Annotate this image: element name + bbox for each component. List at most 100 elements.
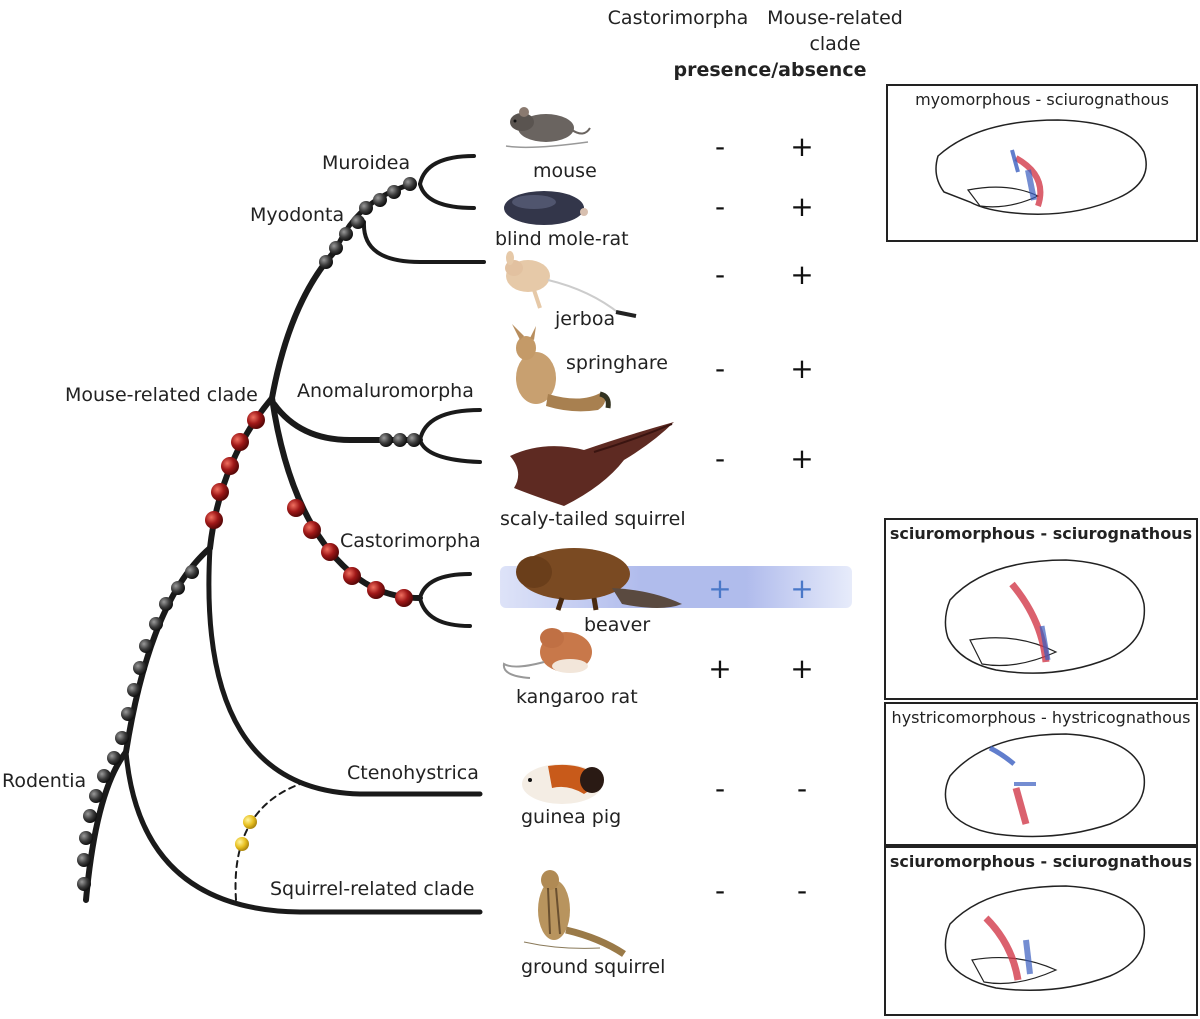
taxon-name: jerboa	[555, 308, 616, 330]
sign-castorimorpha: -	[714, 130, 726, 163]
skull-caption: sciuromorphous - sciurognathous	[889, 524, 1193, 543]
springhare-icon	[512, 324, 611, 412]
sign-mouse-related: +	[790, 352, 814, 385]
label-muroidea: Muroidea	[322, 152, 411, 174]
red-bead	[303, 521, 321, 539]
red-bead	[231, 433, 249, 451]
red-bead	[395, 589, 413, 607]
label-squirrel-related-clade: Squirrel-related clade	[270, 878, 475, 900]
skull-panel-sciuromorphous-2: sciuromorphous - sciurognathous	[884, 846, 1198, 1016]
sign-castorimorpha: -	[714, 442, 726, 475]
gray-bead	[319, 255, 333, 269]
sign-mouse-related: -	[796, 874, 808, 907]
gray-bead	[329, 241, 343, 255]
skull-icon	[944, 885, 1146, 992]
red-bead	[221, 457, 239, 475]
sign-mouse-related: -	[796, 772, 808, 805]
skull-panel-hystricomorphous: hystricomorphous - hystricognathous	[884, 702, 1198, 846]
fork-mole-rat	[418, 182, 476, 210]
branch-myodonta-stem	[269, 247, 339, 401]
skull-icon	[935, 119, 1147, 215]
label-castorimorpha: Castorimorpha	[340, 530, 481, 552]
taxon-name: guinea pig	[521, 806, 622, 828]
jerboa-icon	[505, 251, 637, 318]
gray-bead	[403, 177, 417, 191]
gray-bead	[121, 707, 135, 721]
gray-bead	[149, 617, 163, 631]
guinea-pig-icon	[522, 764, 604, 804]
red-bead	[343, 567, 361, 585]
branch-squirrel-related	[123, 749, 483, 915]
red-bead	[287, 499, 305, 517]
skull-caption: sciuromorphous - sciurognathous	[889, 852, 1193, 871]
gray-bead	[89, 789, 103, 803]
skull-icon	[944, 559, 1146, 674]
gray-bead	[107, 751, 121, 765]
gray-bead	[127, 683, 141, 697]
gray-bead	[83, 809, 97, 823]
gray-bead	[393, 433, 407, 447]
yellow-bead	[235, 837, 249, 851]
branch-jerboa	[361, 220, 486, 264]
sign-castorimorpha: -	[714, 874, 726, 907]
sign-castorimorpha: +	[708, 572, 732, 605]
gray-bead	[159, 597, 173, 611]
taxon-name: ground squirrel	[521, 956, 666, 978]
gray-bead	[351, 215, 365, 229]
beaver-icon	[516, 548, 682, 611]
sign-mouse-related: +	[790, 258, 814, 291]
label-mouse-related-clade: Mouse-related clade	[65, 384, 258, 406]
red-bead	[367, 581, 385, 599]
header-presence-absence: presence/absence	[673, 59, 867, 81]
sign-castorimorpha: +	[708, 652, 732, 685]
sign-castorimorpha: -	[714, 190, 726, 223]
sign-castorimorpha: -	[714, 352, 726, 385]
gray-bead	[387, 185, 401, 199]
skull-panel-sciuromorphous: sciuromorphous - sciurognathous	[884, 518, 1198, 700]
taxon-name: beaver	[584, 614, 651, 636]
header-mouse-related-clade: clade	[809, 33, 861, 55]
sign-castorimorpha: -	[714, 772, 726, 805]
fork-springhare	[418, 408, 482, 442]
taxon-name: mouse	[533, 160, 597, 182]
sign-mouse-related: +	[790, 652, 814, 685]
branch-ctenohystrica	[206, 545, 483, 797]
ground-squirrel-icon	[523, 870, 626, 957]
sign-castorimorpha: -	[714, 258, 726, 291]
gray-bead	[171, 581, 185, 595]
gray-bead	[133, 661, 147, 675]
yellow-bead	[243, 815, 257, 829]
sign-mouse-related: +	[790, 572, 814, 605]
skull-caption: hystricomorphous - hystricognathous	[891, 708, 1191, 727]
sign-mouse-related: +	[790, 130, 814, 163]
gray-bead	[97, 769, 111, 783]
gray-bead	[139, 639, 153, 653]
label-ctenohystrica: Ctenohystrica	[347, 762, 479, 784]
gray-bead	[115, 731, 129, 745]
red-bead	[211, 483, 229, 501]
skull-panel-myomorphous: myomorphous - sciurognathous	[886, 84, 1198, 242]
branch-rodentia	[123, 545, 213, 755]
sign-mouse-related: +	[790, 190, 814, 223]
gray-bead	[185, 565, 199, 579]
fork-mouse	[418, 154, 476, 186]
label-anomaluromorpha: Anomaluromorpha	[297, 380, 474, 402]
scaly-tailed-squirrel-icon	[510, 422, 674, 506]
gray-bead	[77, 853, 91, 867]
gray-bead	[77, 877, 91, 891]
kangaroo-rat-icon	[502, 628, 592, 679]
label-myodonta: Myodonta	[250, 204, 345, 226]
red-bead	[247, 411, 265, 429]
gray-bead	[373, 193, 387, 207]
branch-castorimorpha-stem	[269, 395, 423, 601]
mole-rat-icon	[504, 191, 588, 225]
taxon-name: kangaroo rat	[516, 686, 638, 708]
label-rodentia: Rodentia	[2, 770, 87, 792]
gray-bead	[359, 201, 373, 215]
header-mouse-related: Mouse-related	[767, 7, 903, 29]
fork-kangaroo-rat	[418, 596, 472, 628]
fork-beaver	[418, 572, 472, 600]
gray-bead	[79, 831, 93, 845]
